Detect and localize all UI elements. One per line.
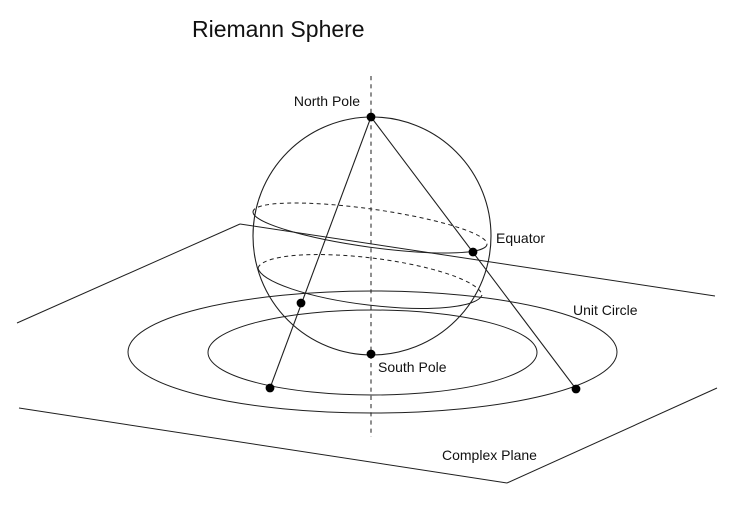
plane-edge-bottom-left bbox=[18, 407, 508, 484]
diagram-title: Riemann Sphere bbox=[192, 16, 365, 42]
sphere-outline bbox=[252, 116, 492, 356]
equator-front-arc bbox=[252, 211, 488, 254]
latitude-point bbox=[296, 298, 306, 308]
plane-edge-bottom-right bbox=[506, 387, 718, 484]
projected-point-inner-circle bbox=[265, 383, 275, 393]
south-pole-point bbox=[366, 349, 376, 359]
equator-back-arc bbox=[252, 202, 488, 245]
projection-line-left bbox=[269, 116, 372, 389]
plane-edge-top-left bbox=[16, 223, 241, 324]
complex-plane-label: Complex Plane bbox=[442, 447, 537, 463]
unit-circle-label: Unit Circle bbox=[573, 302, 638, 318]
north-pole-point bbox=[366, 112, 376, 122]
latitude-front-arc bbox=[257, 267, 483, 309]
south-pole-label: South Pole bbox=[378, 359, 447, 375]
north-pole-label: North Pole bbox=[294, 93, 360, 109]
equator-label: Equator bbox=[496, 230, 545, 246]
latitude-back-arc bbox=[257, 254, 483, 296]
unit-circle-ellipse bbox=[127, 290, 618, 414]
equator-point bbox=[468, 247, 478, 257]
projected-point-unit-circle bbox=[571, 384, 581, 394]
inner-projected-circle-ellipse bbox=[207, 309, 538, 396]
plane-edge-top-right bbox=[239, 223, 716, 297]
